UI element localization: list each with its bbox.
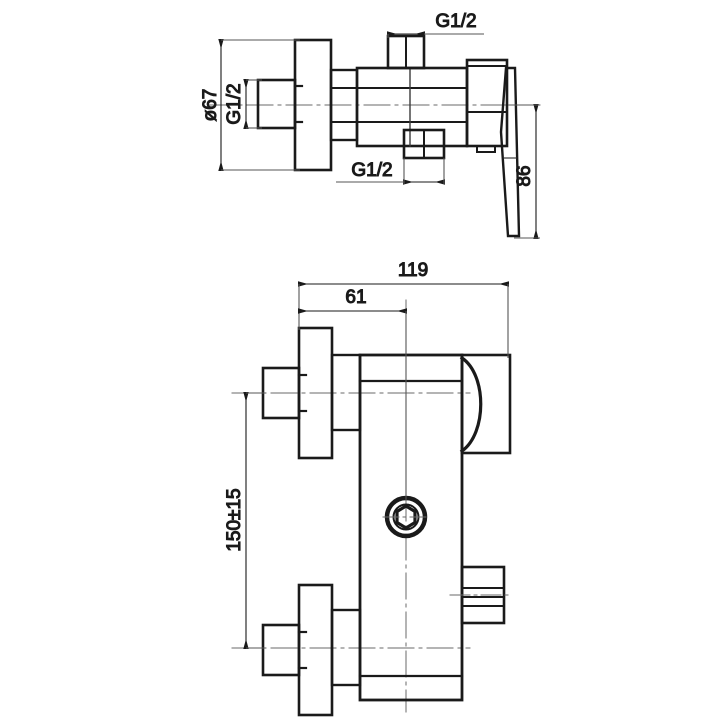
dimension-g12-left: G1/2 [223,79,262,129]
dimension-label-dia67: ø67 [200,89,221,122]
dimension-86: 86 [508,104,540,239]
dimension-dia67: ø67 [199,39,300,171]
diverter-knob [449,565,509,625]
view-top-side [207,34,541,238]
dimension-g12-top: G1/2 [387,10,484,38]
lever-handle-top [499,66,521,238]
hex-socket-detail [382,495,430,539]
lever-hub-top [465,58,509,153]
dimension-label-86: 86 [514,165,535,186]
lever-hub-front [459,353,512,455]
dimension-label-119: 119 [398,260,428,281]
dimensions-top-view: ø67 G1/2 G1/2 G1/2 86 [199,10,540,239]
dimension-label-150pm15: 150±15 [224,488,245,551]
inlet-left-nut [256,78,304,130]
outlet-bottom-fitting [402,128,446,160]
valve-body-front [358,353,464,702]
dimension-119: 119 [298,259,509,358]
dimension-label-g12-top: G1/2 [435,11,476,32]
dimension-150pm15: 150±15 [223,392,266,649]
dimensions-front-view: 119 61 150±15 [223,259,509,649]
dimension-label-g12-bottom: G1/2 [351,160,392,181]
dimension-label-61: 61 [345,287,366,308]
view-front [231,299,512,717]
dimension-61: 61 [298,286,407,500]
dimension-label-g12-left: G1/2 [224,83,245,124]
dimension-g12-bottom: G1/2 [336,158,445,185]
